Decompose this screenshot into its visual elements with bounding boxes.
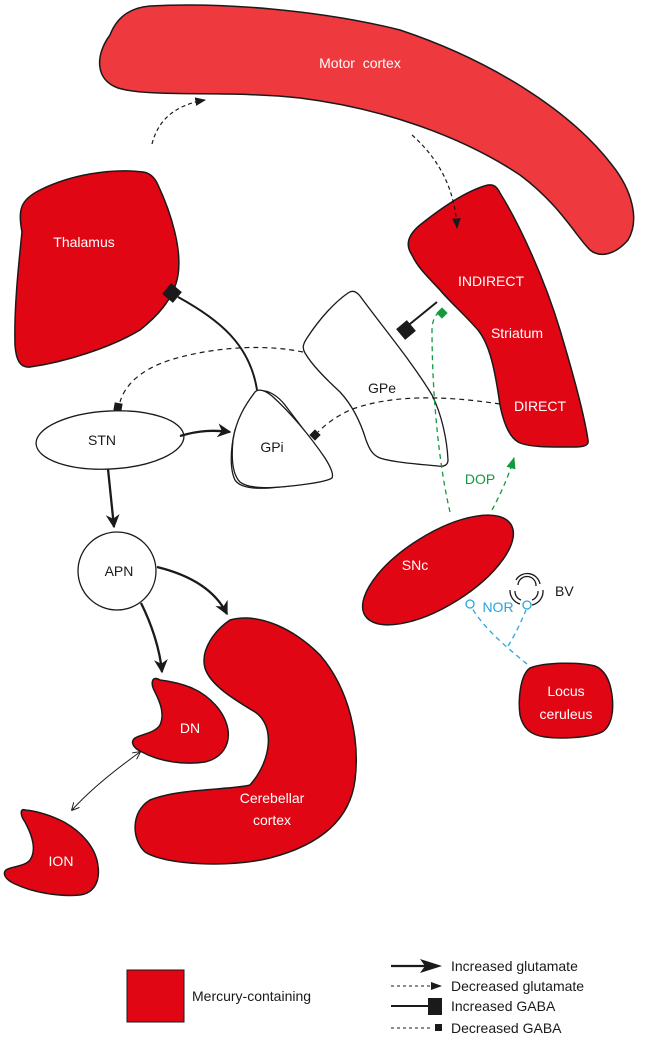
dop-label: DOP bbox=[465, 471, 495, 487]
stn-to-gpi-connection bbox=[179, 423, 232, 438]
apn-region bbox=[77, 531, 157, 611]
nor-terminal-snc bbox=[465, 599, 475, 609]
locus-ceruleus-label-line1: Locus bbox=[547, 683, 584, 699]
locus-to-snc-nor-connection bbox=[471, 607, 528, 665]
stn-region bbox=[35, 410, 185, 470]
apn-label: APN bbox=[105, 563, 134, 579]
legend-increased-glutamate-arrow-icon bbox=[420, 959, 442, 973]
locus-ceruleus-label-line2: ceruleus bbox=[540, 706, 593, 722]
legend-increased-gaba-label: Increased GABA bbox=[451, 998, 556, 1014]
inferior-olivary-nucleus-region bbox=[3, 808, 100, 897]
cerebellar-cortex-region bbox=[134, 617, 357, 865]
nor-label: NOR bbox=[482, 599, 513, 615]
gpe-label: GPe bbox=[368, 380, 396, 396]
motor-cortex-label: Motor cortex bbox=[319, 55, 401, 71]
snc-region bbox=[361, 514, 515, 626]
motor-cortex-to-striatum-connection bbox=[411, 134, 461, 230]
thalamus-region bbox=[14, 170, 180, 368]
legend-mercury-swatch bbox=[126, 969, 185, 1023]
ion-label: ION bbox=[49, 853, 74, 869]
thalamus-label: Thalamus bbox=[53, 234, 114, 250]
striatum-to-gpe-connection bbox=[404, 301, 438, 329]
legend-mercury-label: Mercury-containing bbox=[192, 988, 311, 1004]
stn-to-apn-connection bbox=[105, 468, 120, 529]
legend-decreased-gaba-label: Decreased GABA bbox=[451, 1020, 562, 1036]
legend-decreased-gaba-terminal-icon bbox=[435, 1024, 442, 1031]
gpe-to-stn-connection bbox=[119, 346, 304, 403]
gpi-to-thalamus-connection bbox=[177, 296, 258, 391]
gpi-label: GPi bbox=[260, 439, 283, 455]
thalamus-to-motor-cortex-connection bbox=[151, 97, 207, 145]
dn-label: DN bbox=[180, 720, 200, 736]
motor-cortex-region bbox=[98, 4, 635, 256]
legend: Mercury-containing Increased glutamate D… bbox=[126, 958, 584, 1036]
gaba-terminal-stn bbox=[113, 402, 123, 412]
cerebellar-cortex-label-line2: cortex bbox=[253, 812, 291, 828]
legend-decreased-glutamate-arrow-icon bbox=[431, 982, 442, 990]
stn-label: STN bbox=[88, 432, 116, 448]
striatum-label: Striatum bbox=[491, 325, 543, 341]
direct-pathway-label: DIRECT bbox=[514, 398, 567, 414]
snc-label: SNc bbox=[402, 557, 428, 573]
striatum-direct-to-gpi-connection bbox=[317, 397, 501, 433]
snc-to-striatum-direct-dop-connection bbox=[491, 456, 516, 511]
bv-label: BV bbox=[555, 583, 574, 599]
dopamine-terminal-indirect bbox=[436, 307, 448, 319]
blood-vessel-icon bbox=[509, 572, 544, 606]
gpe-region bbox=[302, 290, 449, 467]
cerebellar-cortex-label-line1: Cerebellar bbox=[240, 790, 305, 806]
dn-ion-bidirectional-connection bbox=[72, 752, 140, 810]
legend-increased-glutamate-label: Increased glutamate bbox=[451, 958, 578, 974]
apn-to-dn-connection bbox=[139, 602, 168, 674]
locus-to-bv-nor-connection bbox=[507, 609, 527, 647]
gpi-outline bbox=[231, 389, 334, 489]
striatum-region bbox=[407, 184, 589, 448]
gaba-terminal-gpe bbox=[396, 320, 416, 340]
gaba-terminal-thalamus bbox=[162, 283, 182, 303]
legend-decreased-glutamate-label: Decreased glutamate bbox=[451, 978, 584, 994]
legend-increased-gaba-terminal-icon bbox=[428, 998, 442, 1015]
snc-to-striatum-indirect-dop-connection bbox=[431, 311, 451, 513]
apn-to-cerebellar-cortex-connection bbox=[156, 565, 229, 616]
indirect-pathway-label: INDIRECT bbox=[458, 273, 525, 289]
nor-terminal-bv bbox=[522, 600, 532, 610]
locus-ceruleus-region bbox=[518, 662, 614, 739]
dentate-nucleus-region bbox=[131, 677, 230, 764]
